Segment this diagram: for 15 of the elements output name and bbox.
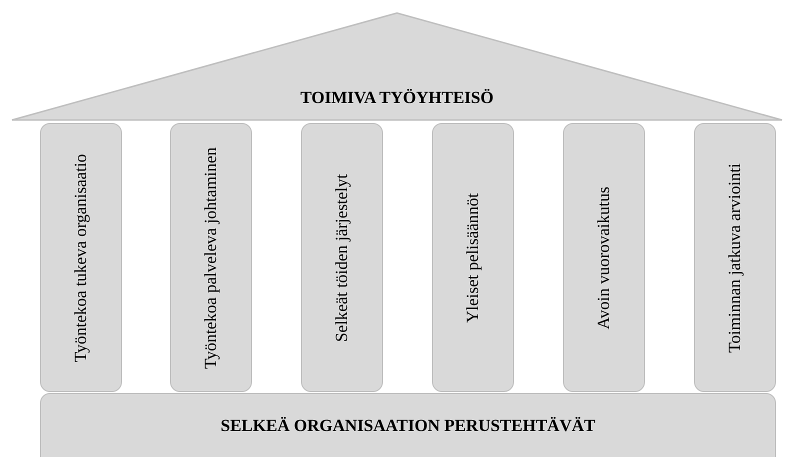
pillar-label: Avoin vuorovaikutus	[594, 185, 614, 332]
pillar	[301, 123, 383, 392]
foundation-label: SELKEÄ ORGANISAATION PERUSTEHTÄVÄT	[220, 416, 596, 436]
pillar	[170, 123, 252, 392]
foundation-block	[40, 393, 776, 457]
pillar	[694, 123, 776, 392]
pillar-label: Toiminnan jatkuva arviointi	[725, 162, 745, 354]
roof-title: TOIMIVA TYÖYHTEISÖ	[299, 88, 495, 108]
pillar-label: Selkeät töiden järjestelyt	[332, 172, 352, 344]
pillar-label: Työntekoa tukeva organisaatio	[71, 152, 91, 364]
pillar-label: Työntekoa palveleva johtaminen	[201, 146, 221, 371]
pillar	[563, 123, 645, 392]
pillar	[432, 123, 514, 392]
pillar	[40, 123, 122, 392]
pillar-label: Yleiset pelisäännöt	[463, 192, 483, 325]
